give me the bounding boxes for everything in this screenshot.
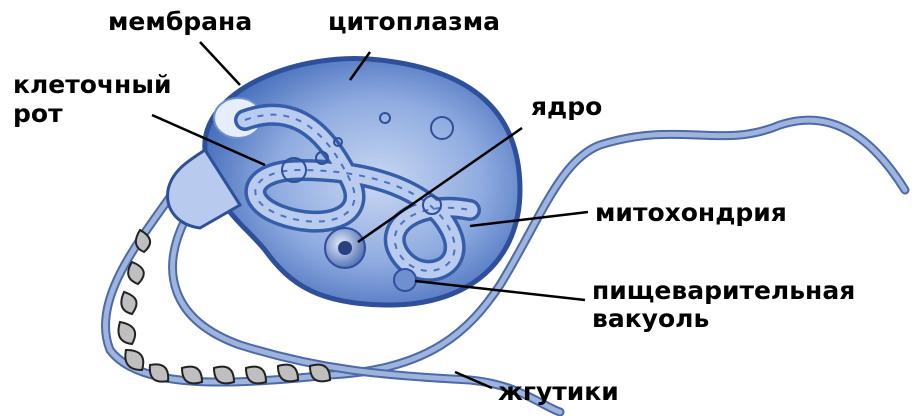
leader-membrane (200, 42, 240, 85)
label-membrane: мембрана (108, 8, 252, 35)
label-cytoplasm: цитоплазма (328, 8, 500, 35)
label-vacuole-line2: вакуоль (592, 305, 709, 332)
label-cell-mouth-line2: рот (13, 100, 63, 127)
label-cell-mouth-line1: клеточный (13, 71, 171, 98)
label-flagella: жгутики (498, 378, 619, 405)
label-mitochondria: митохондрия (595, 199, 787, 226)
label-vacuole-line1: пищеварительная (592, 277, 855, 304)
nucleus (325, 228, 365, 268)
digestive-vacuole (394, 269, 416, 291)
label-nucleus: ядро (531, 93, 602, 120)
